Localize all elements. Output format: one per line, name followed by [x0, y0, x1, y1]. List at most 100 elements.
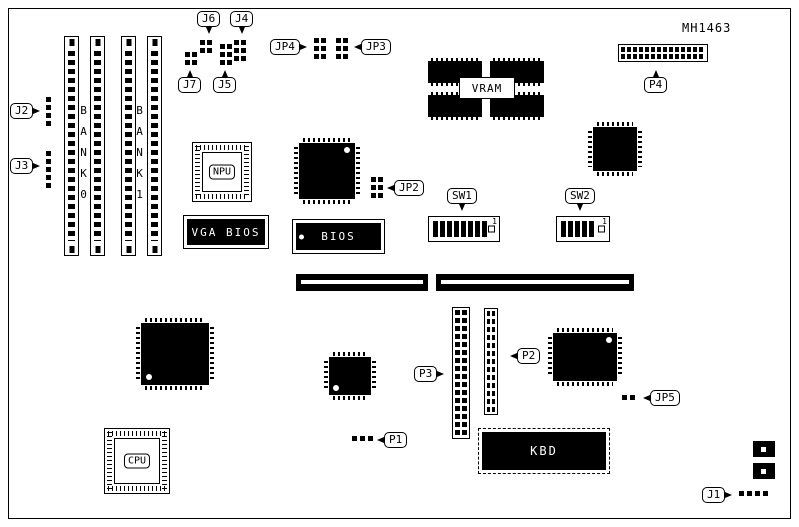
slot-clip	[126, 246, 131, 253]
callout-jp5-label: JP5	[650, 390, 680, 406]
chip-body	[329, 357, 371, 395]
connector-j3	[46, 151, 51, 188]
simm-slot-2	[90, 36, 105, 256]
callout-jp4-label: JP4	[270, 39, 300, 55]
pins	[356, 147, 360, 195]
slot-clip	[152, 246, 157, 253]
callout-pointer-icon	[299, 44, 307, 50]
connector-jp3	[336, 38, 348, 59]
connector-j6	[200, 40, 212, 53]
pins	[195, 146, 200, 198]
dip-switch-sw1: 1	[428, 216, 500, 242]
pin-column	[343, 38, 348, 59]
connector-j5	[220, 44, 232, 65]
connector-j4	[234, 40, 246, 61]
chip-qfp-center	[294, 138, 360, 204]
slot-key	[441, 280, 629, 284]
callout-pointer-icon	[510, 353, 517, 359]
callout-j7: J7	[178, 70, 202, 93]
callout-jp2: JP2	[387, 180, 424, 196]
pins	[136, 327, 140, 381]
simm-slot-4	[147, 36, 162, 256]
callout-p1-label: P1	[384, 432, 408, 448]
callout-p1: P1	[377, 432, 408, 448]
pin-row	[621, 47, 705, 52]
callout-pointer-icon	[652, 70, 659, 77]
pins	[431, 58, 479, 61]
pin-row	[621, 54, 705, 59]
pins	[196, 145, 248, 150]
chip-body	[428, 95, 482, 117]
callout-pointer-icon	[354, 44, 361, 50]
pin-column	[378, 177, 383, 198]
pins	[108, 486, 166, 491]
callout-jp4: JP4	[270, 39, 307, 55]
pin-column	[321, 38, 326, 59]
pin-column	[207, 40, 212, 53]
callout-pointer-icon	[643, 395, 650, 401]
callout-sw2: SW2	[565, 188, 595, 211]
callout-j1-label: J1	[702, 487, 726, 503]
pin-column	[336, 38, 341, 59]
callout-pointer-icon	[238, 27, 245, 34]
callout-sw2-label: SW2	[565, 188, 595, 204]
chip-body	[141, 323, 209, 385]
chip-body	[202, 152, 242, 192]
bios-socket: BIOS	[292, 219, 385, 254]
pins	[107, 432, 112, 490]
callout-j6: J6	[197, 11, 221, 34]
callout-j5-label: J5	[213, 77, 237, 93]
switch-end-square	[598, 225, 605, 233]
slot-clip	[95, 39, 100, 46]
pin-column	[462, 310, 467, 436]
pin-column	[314, 38, 319, 59]
callout-j3-label: J3	[10, 158, 34, 174]
chip-notch	[299, 234, 304, 239]
pins	[210, 327, 214, 381]
callout-sw1-label: SW1	[447, 188, 477, 204]
connector-p2	[484, 308, 498, 415]
callout-pointer-icon	[437, 371, 445, 377]
port-bottom	[753, 463, 775, 479]
callout-pointer-icon	[576, 204, 583, 211]
callout-j2-label: J2	[10, 103, 34, 119]
pin1-dot	[344, 147, 350, 153]
callout-p3-label: P3	[414, 366, 438, 382]
pins	[196, 194, 248, 199]
pins	[588, 131, 592, 167]
slot-clip	[152, 39, 157, 46]
callout-pointer-icon	[221, 70, 228, 77]
callout-pointer-icon	[33, 163, 41, 169]
pins	[372, 361, 376, 391]
pins	[244, 146, 249, 198]
pins	[145, 386, 205, 390]
pins	[324, 361, 328, 391]
pins	[108, 431, 166, 436]
chip-qfp-topright	[588, 122, 642, 176]
chip-qfp-left	[136, 318, 214, 390]
pin1-dot	[333, 385, 339, 391]
connector-p4	[618, 44, 708, 62]
chip-qfp-middle	[324, 352, 376, 400]
callout-jp3: JP3	[354, 39, 391, 55]
dip-switch-sw2: 1	[556, 216, 610, 242]
slot-clip	[69, 246, 74, 253]
callout-jp2-label: JP2	[394, 180, 424, 196]
callout-pointer-icon	[387, 185, 394, 191]
switch-pos1-marker: 1	[602, 217, 607, 226]
vram-label: VRAM	[459, 77, 515, 99]
pins	[333, 352, 367, 356]
chip-kbd: KBD	[482, 432, 606, 470]
callout-pointer-icon	[186, 70, 193, 77]
pins	[145, 318, 205, 322]
chip-npu: NPU	[192, 142, 252, 202]
pins	[333, 396, 367, 400]
chip-cpu: CPU	[104, 428, 170, 494]
pins	[597, 122, 633, 126]
pins	[618, 337, 622, 377]
callout-j4: J4	[230, 11, 254, 34]
chip-body	[114, 438, 160, 484]
card-slot-2	[436, 274, 634, 291]
vga-bios-socket: VGA BIOS	[183, 215, 269, 249]
